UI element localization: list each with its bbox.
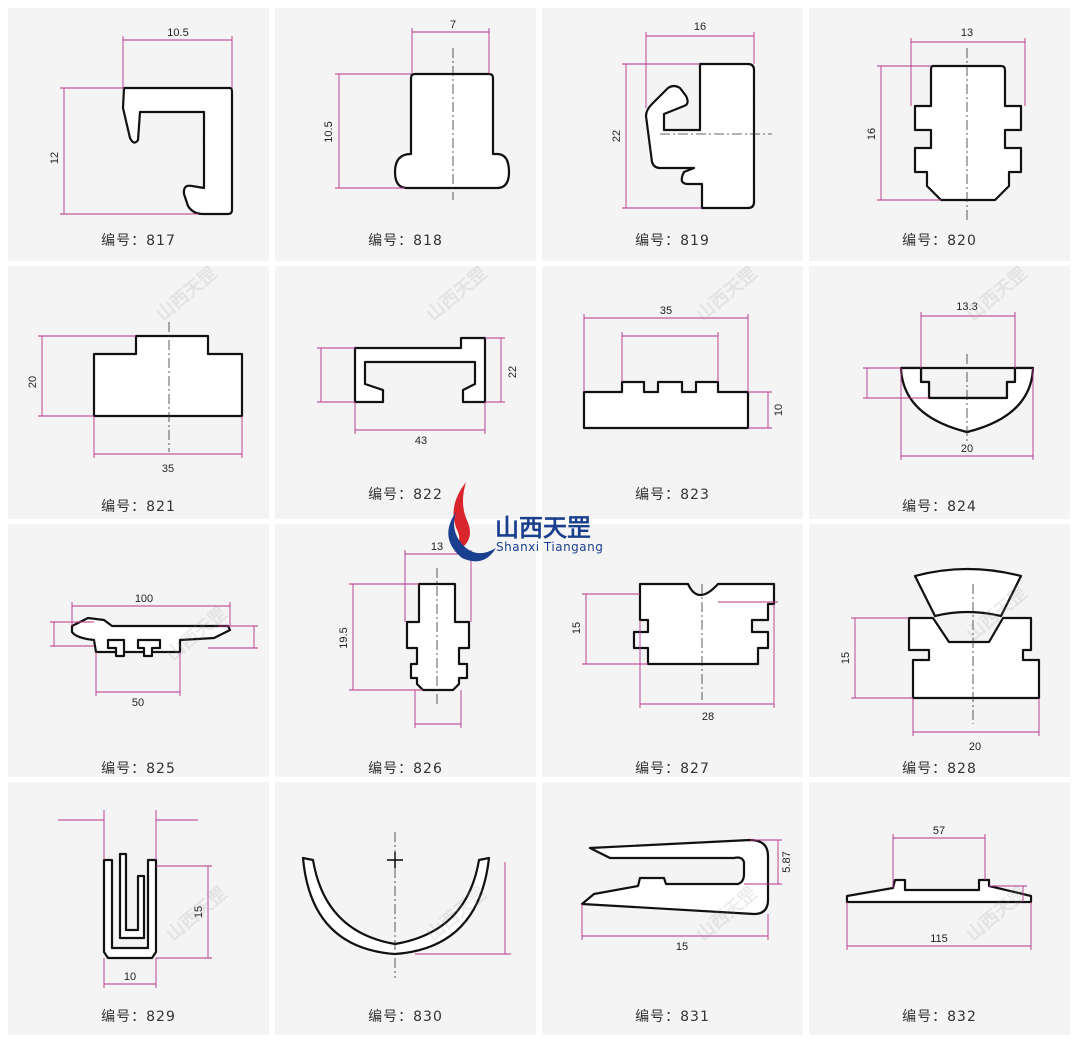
- dim-817-width: 10.5: [167, 27, 188, 39]
- dim-817-height: 12: [49, 152, 61, 164]
- dim-828-height: 15: [840, 652, 852, 664]
- dim-831-width: 15: [676, 941, 688, 953]
- dim-832-span: 57: [933, 825, 945, 837]
- profile-drawing-824: 13.3 20: [863, 301, 1035, 460]
- caption-824: 编号：824: [902, 499, 977, 515]
- caption-827: 编号：827: [635, 761, 710, 777]
- profile-drawing-825: 100 50: [50, 593, 258, 709]
- company-logo: 山西天罡 Shanxi Tiangang: [432, 478, 652, 568]
- profile-card-832: 57 115 编号：832: [809, 782, 1070, 1035]
- caption-823: 编号：823: [635, 487, 710, 503]
- profile-catalog-grid: 10.5 12 编号：817 7 10.5 编号：818 16 22 编号：81…: [8, 8, 1072, 1035]
- profile-drawing-822: 22 43: [317, 336, 519, 447]
- profile-drawing-829: 15 10: [58, 810, 212, 988]
- profile-card-830: 编号：830: [275, 782, 536, 1035]
- caption-819: 编号：819: [635, 233, 710, 249]
- profile-card-823: 35 10 编号：823: [542, 266, 803, 519]
- profile-card-818: 7 10.5 编号：818: [275, 8, 536, 261]
- profile-card-827: 15 28 编号：827: [542, 524, 803, 777]
- dim-819-width: 16: [694, 21, 706, 33]
- dim-824-slot: 13.3: [956, 301, 977, 313]
- caption-826: 编号：826: [368, 761, 443, 777]
- flame-logo-icon: [448, 482, 496, 562]
- profile-drawing-823: 35 10: [582, 305, 785, 430]
- profile-drawing-827: 15 28: [571, 582, 778, 723]
- dim-831-height: 5.87: [781, 851, 793, 872]
- logo-english-name: Shanxi Tiangang: [496, 540, 604, 554]
- profile-card-820: 13 16 编号：820: [809, 8, 1070, 261]
- profile-drawing-821: 20 35: [27, 322, 244, 475]
- profile-card-822: 22 43 编号：822: [275, 266, 536, 519]
- profile-card-817: 10.5 12 编号：817: [8, 8, 269, 261]
- profile-drawing-830: [301, 832, 511, 978]
- dim-821-height: 20: [27, 376, 39, 388]
- caption-821: 编号：821: [101, 499, 176, 515]
- profile-drawing-819: 16 22: [611, 21, 772, 210]
- profile-drawing-826: 13 19.5: [338, 541, 472, 728]
- logo-name: 山西天罡: [495, 514, 591, 542]
- profile-drawing-832: 57 115: [845, 825, 1033, 950]
- profile-drawing-817: 10.5 12: [49, 27, 234, 216]
- dim-826-width: 13: [431, 541, 443, 553]
- dim-818-height: 10.5: [323, 121, 335, 142]
- dim-823-width: 35: [660, 305, 672, 317]
- dim-819-height: 22: [611, 130, 623, 142]
- profile-card-825: 100 50 编号：825: [8, 524, 269, 777]
- dim-822-height: 22: [507, 366, 519, 378]
- caption-822: 编号：822: [368, 487, 443, 503]
- dim-826-height: 19.5: [338, 627, 350, 648]
- dim-825-width: 100: [135, 593, 153, 605]
- dim-829-height: 15: [193, 906, 205, 918]
- caption-820: 编号：820: [902, 233, 977, 249]
- profile-drawing-831: 5.87 15: [580, 838, 793, 953]
- caption-832: 编号：832: [902, 1009, 977, 1025]
- caption-828: 编号：828: [902, 761, 977, 777]
- profile-card-831: 5.87 15 编号：831: [542, 782, 803, 1035]
- profile-card-821: 20 35 编号：821: [8, 266, 269, 519]
- dim-821-width: 35: [162, 463, 174, 475]
- dim-824-width: 20: [961, 443, 973, 455]
- caption-818: 编号：818: [368, 233, 443, 249]
- profile-card-824: 13.3 20 编号：824: [809, 266, 1070, 519]
- profile-card-828: 15 20 编号：828: [809, 524, 1070, 777]
- caption-830: 编号：830: [368, 1009, 443, 1025]
- caption-831: 编号：831: [635, 1009, 710, 1025]
- profile-card-826: 13 19.5 编号：826: [275, 524, 536, 777]
- profile-drawing-820: 13 16: [866, 27, 1026, 220]
- dim-822-width: 43: [415, 435, 427, 447]
- dim-820-height: 16: [866, 128, 878, 140]
- profile-drawing-818: 7 10.5: [323, 19, 511, 200]
- dim-820-width: 13: [961, 27, 973, 39]
- profile-drawing-828: 15 20: [840, 567, 1041, 753]
- dim-827-height: 15: [571, 622, 583, 634]
- dim-818-width: 7: [450, 19, 456, 31]
- profile-card-829: 15 10 编号：829: [8, 782, 269, 1035]
- dim-832-width: 115: [930, 933, 948, 945]
- dim-823-height: 10: [773, 404, 785, 416]
- caption-829: 编号：829: [101, 1009, 176, 1025]
- profile-card-819: 16 22 编号：819: [542, 8, 803, 261]
- dim-827-width: 28: [702, 711, 714, 723]
- dim-829-width: 10: [124, 971, 136, 983]
- dim-828-width: 20: [969, 741, 981, 753]
- caption-817: 编号：817: [101, 233, 176, 249]
- dim-825-base: 50: [132, 697, 144, 709]
- caption-825: 编号：825: [101, 761, 176, 777]
